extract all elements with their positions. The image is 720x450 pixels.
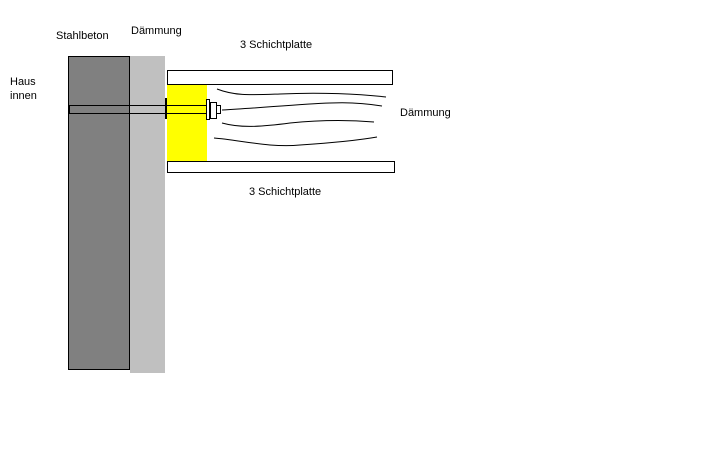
label-schichtplatte-top: 3 Schichtplatte (240, 39, 313, 51)
yellow-block (167, 85, 207, 161)
anchor-rod (69, 105, 221, 114)
washer (206, 99, 210, 120)
schichtplatte-bottom (167, 161, 395, 173)
nut (210, 102, 217, 119)
insulation-lines (213, 88, 387, 147)
label-innen: innen (10, 90, 37, 102)
label-schichtplatte-bottom: 3 Schichtplatte (249, 186, 322, 198)
label-daemmung-right: Dämmung (400, 107, 451, 119)
stahlbeton-wall (68, 56, 130, 370)
schichtplatte-top (167, 70, 393, 85)
daemmung-wall-layer (130, 56, 165, 373)
label-haus: Haus (10, 76, 36, 88)
label-stahlbeton: Stahlbeton (56, 30, 109, 42)
label-daemmung-wall: Dämmung (131, 25, 182, 37)
